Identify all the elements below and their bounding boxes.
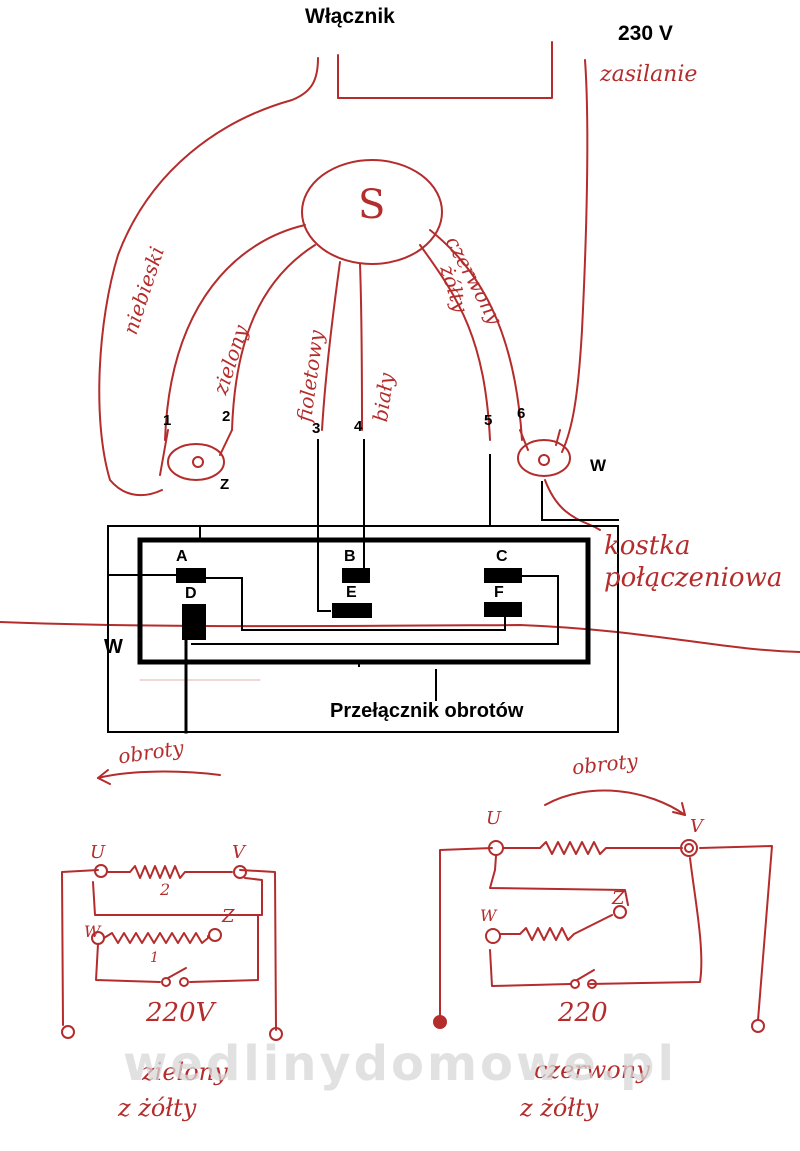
right-supply-1: czerwony — [534, 1056, 650, 1084]
rotation-arrow-right — [544, 789, 686, 816]
terminal-z — [167, 443, 225, 481]
contact-c-block — [484, 568, 522, 583]
terminal-number-1: 1 — [163, 412, 172, 429]
capacitor-lead — [429, 229, 523, 441]
left-winding-number-2: 2 — [160, 880, 171, 899]
voltage-label: 230 V — [618, 22, 673, 45]
left-winding-number-1: 1 — [150, 950, 159, 966]
rotation-arrow-left — [97, 770, 221, 779]
right-terminal-w: W — [480, 906, 497, 925]
connector-leader — [544, 479, 601, 531]
switch-wire — [98, 57, 319, 497]
left-winding-2 — [107, 865, 233, 879]
contact-a-label: A — [176, 548, 188, 565]
contact-c-label: C — [496, 548, 508, 565]
right-frame — [439, 847, 493, 1021]
contact-e-block — [332, 603, 372, 618]
contact-b-label: B — [344, 548, 356, 565]
watermark: wedlinydomowe.pl — [123, 1036, 677, 1092]
contact-f-block — [484, 602, 522, 617]
right-terminal-z: Z — [612, 888, 625, 909]
capacitor-lead — [164, 224, 306, 441]
capacitor-lead — [231, 244, 316, 431]
left-winding-1 — [103, 932, 209, 944]
contact-e-label: E — [346, 584, 357, 601]
w-marker-top: W — [590, 456, 607, 475]
right-terminal-u: U — [486, 808, 502, 829]
left-terminal-z: Z — [222, 906, 235, 927]
supply-wire — [561, 59, 589, 453]
terminal-number-5: 5 — [484, 412, 493, 429]
capacitor-lead — [359, 263, 363, 431]
capacitor-circle — [301, 159, 443, 265]
left-supply-2: z żółty — [118, 1094, 197, 1122]
connector-note: kostka połączeniowa — [604, 531, 783, 593]
switch-wire — [337, 41, 553, 99]
left-terminal-v: V — [232, 842, 245, 863]
terminal-number-4: 4 — [354, 418, 363, 435]
supply-note: zasilanie — [600, 62, 698, 87]
right-winding-1 — [503, 841, 683, 855]
right-terminal-v: V — [690, 816, 703, 837]
contact-a-block — [176, 568, 206, 583]
contact-b-block — [342, 568, 370, 583]
speed-switch-title: Przełącznik obrotów — [330, 700, 524, 722]
capacitor-lead — [321, 261, 341, 431]
w-marker-left: W — [104, 636, 123, 658]
left-frame — [61, 869, 99, 1026]
right-supply-2: z żółty — [520, 1094, 599, 1122]
left-terminal-w: W — [84, 922, 101, 941]
capacitor-label: S — [358, 182, 386, 228]
z-marker: Z — [220, 476, 230, 493]
red-baseline — [0, 621, 800, 653]
contact-d-block — [182, 604, 206, 640]
terminal-number-6: 6 — [517, 405, 526, 422]
terminal-w — [517, 439, 571, 477]
left-voltage: 220V — [146, 998, 215, 1028]
right-winding-2 — [499, 914, 613, 941]
terminal-number-2: 2 — [222, 408, 231, 425]
switch-label: Włącznik — [305, 5, 395, 28]
left-terminal-u: U — [90, 842, 106, 863]
left-supply-1: zielony — [142, 1058, 228, 1086]
capacitor-lead — [419, 244, 491, 441]
terminal-number-3: 3 — [312, 420, 321, 437]
right-voltage: 220 — [558, 998, 608, 1028]
contact-f-label: F — [494, 584, 504, 601]
contact-d-label: D — [185, 585, 197, 602]
